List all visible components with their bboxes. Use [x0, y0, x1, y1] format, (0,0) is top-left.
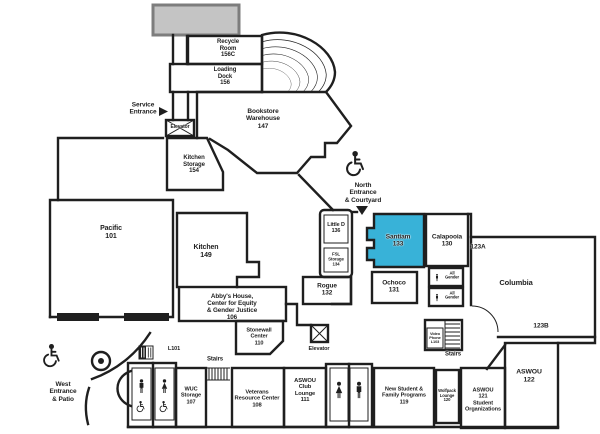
person-icon — [435, 293, 439, 302]
area-label-123a: 123A — [470, 243, 486, 251]
female-icon — [161, 379, 168, 393]
dock-vehicle — [151, 3, 241, 37]
label-elevator-upper: Elevator — [170, 124, 190, 131]
room-label-wolfpack: Wolfpack Lounge 120 — [438, 388, 456, 403]
label-l101: L101 — [167, 345, 181, 352]
service-entrance-arrow-icon — [159, 107, 168, 116]
room-calapooia — [424, 212, 470, 268]
room-aswou-122 — [503, 341, 560, 430]
room-stonewall-center — [234, 319, 285, 356]
room-label-kitchen: Kitchen 149 — [193, 244, 219, 259]
room-bookstore-warehouse — [195, 90, 353, 175]
room-label-rogue: Rogue 132 — [317, 282, 337, 297]
north-entrance-arrow-icon — [356, 206, 368, 215]
accessibility-icon-north — [346, 150, 364, 177]
room-kitchen-storage — [165, 136, 225, 192]
room-santiam-highlighted — [365, 212, 426, 269]
room-little-d-stack — [318, 208, 354, 279]
room-wolfpack-lounge — [434, 368, 461, 425]
room-columbia — [469, 235, 597, 339]
room-label-calapooia: Calapooia 130 — [431, 233, 463, 248]
restroom-all-gender-upper — [427, 266, 465, 288]
room-label-recycle-room: Recycle Room 156C — [217, 38, 239, 59]
room-label-aswou-club: ASWOU Club Lounge 111 — [294, 378, 316, 404]
room-label-new-student: New Student & Family Programs 119 — [382, 386, 426, 406]
accessibility-icon-stall — [159, 400, 168, 413]
person-icon — [435, 273, 439, 282]
area-label-123b: 123B — [533, 322, 549, 330]
stairs-left-icon — [206, 367, 230, 381]
female-icon — [335, 381, 343, 399]
room-label-aswou-121: ASWOU 121 Student Organizations — [465, 387, 501, 413]
label-stairs-right: Stairs — [444, 351, 462, 358]
video-phone-station-icon — [426, 327, 444, 349]
area-label-service-entrance: Service Entrance — [129, 101, 157, 116]
video-phone-station-icon-l101 — [138, 345, 154, 360]
room-label-santiam: Santiam 133 — [385, 233, 411, 248]
label-stairs-left: Stairs — [206, 356, 224, 363]
accessibility-icon-west — [43, 343, 60, 368]
room-label-wuc-storage: WUC Storage 107 — [180, 386, 202, 406]
elevator-lower-icon — [309, 323, 330, 344]
door-bar — [57, 313, 99, 321]
room-label-abbys-house: Abby's House, Center for Equity & Gender… — [206, 292, 258, 322]
door-bar — [124, 313, 169, 321]
accessibility-icon-stall — [136, 400, 145, 413]
door-swing-icon — [471, 305, 499, 333]
label-all-gender-upper: All Gender — [444, 270, 460, 280]
stairs-right-icon — [444, 320, 460, 350]
room-ochoco — [370, 270, 419, 305]
ramp-outline — [260, 31, 337, 94]
room-label-aswou-122: ASWOU 122 — [516, 368, 542, 383]
room-label-veterans: Veterans Resource Center 108 — [234, 389, 280, 409]
patio-column-icon — [90, 350, 112, 372]
stairs-right-room — [423, 318, 464, 352]
male-icon — [139, 379, 144, 393]
label-video-phone: Video Phone L103 — [429, 330, 441, 345]
label-all-gender-lower: All Gender — [444, 290, 460, 300]
elevator-upper-icon — [164, 118, 196, 138]
male-icon — [356, 381, 362, 399]
restroom-all-gender-lower — [427, 286, 465, 308]
room-label-kitchen-storage: Kitchen Storage 154 — [183, 154, 205, 175]
patio-curved-wall — [90, 331, 152, 381]
area-label-west-entrance: West Entrance & Patio — [49, 381, 77, 403]
area-label-north-entrance: North Entrance & Courtyard — [344, 182, 382, 204]
room-label-columbia: Columbia — [499, 277, 533, 287]
room-label-ochoco: Ochoco 131 — [382, 279, 406, 294]
label-elevator-lower: Elevator — [308, 345, 330, 352]
room-kitchen — [175, 211, 261, 289]
room-label-loading-dock: Loading Dock 156 — [213, 66, 237, 87]
room-label-bookstore: Bookstore Warehouse 147 — [246, 108, 280, 130]
room-label-pacific: Pacific 101 — [100, 225, 122, 240]
room-label-fsl-storage: FSL Storage 134 — [328, 251, 344, 267]
room-label-stonewall: Stonewall Center 110 — [246, 327, 272, 347]
room-label-little-d: Little D 136 — [327, 221, 345, 234]
room-pacific — [48, 198, 175, 319]
